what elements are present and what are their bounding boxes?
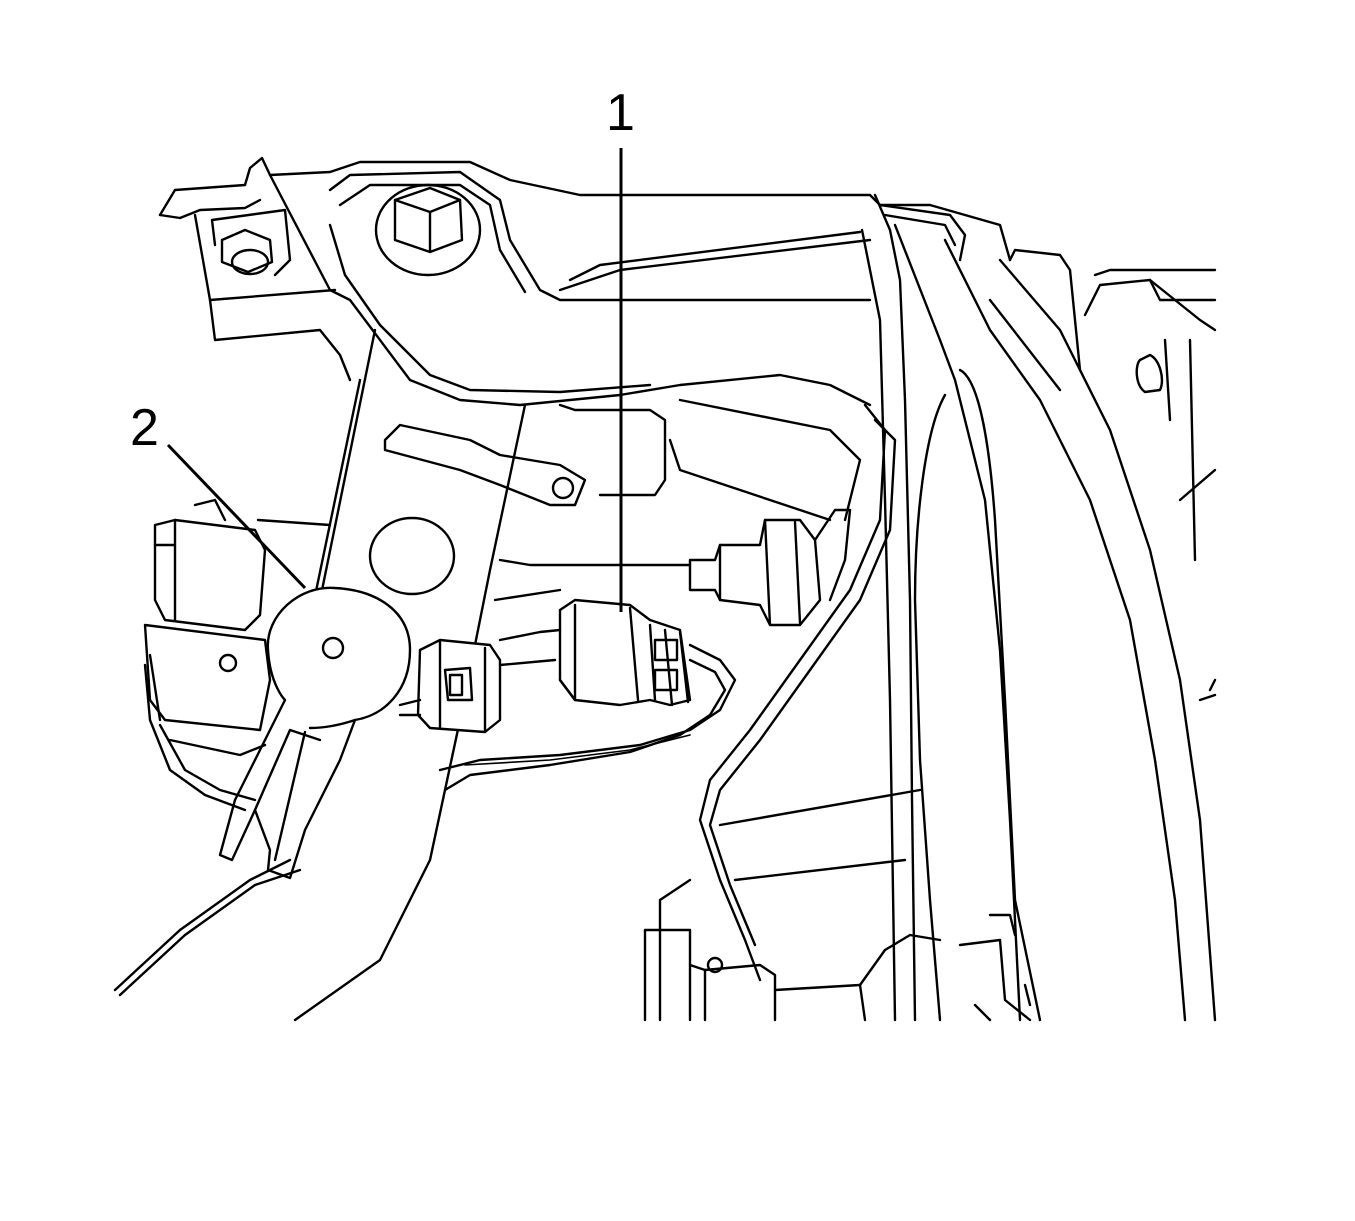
lower-housing: [643, 788, 1032, 1022]
frame-rail: [860, 193, 1217, 1022]
wiring-harness: [398, 403, 897, 982]
callout-1-label: 1: [606, 84, 635, 142]
callout-2: 2: [130, 399, 307, 590]
cable-grommet: [688, 508, 852, 627]
long-cable: [113, 858, 302, 997]
hex-bolt-small: [210, 208, 292, 277]
electrical-connector-2: [416, 638, 502, 734]
hex-bolt-large: [374, 183, 482, 277]
callout-2-leader-line: [166, 443, 307, 590]
callout-2-label: 2: [130, 399, 159, 457]
center-bracket: [493, 398, 862, 602]
callout-1: 1: [606, 84, 635, 612]
side-module: [143, 498, 332, 812]
mounting-bracket: [158, 156, 1012, 407]
release-tool: [218, 586, 412, 880]
electrical-connector-1: [558, 598, 692, 707]
